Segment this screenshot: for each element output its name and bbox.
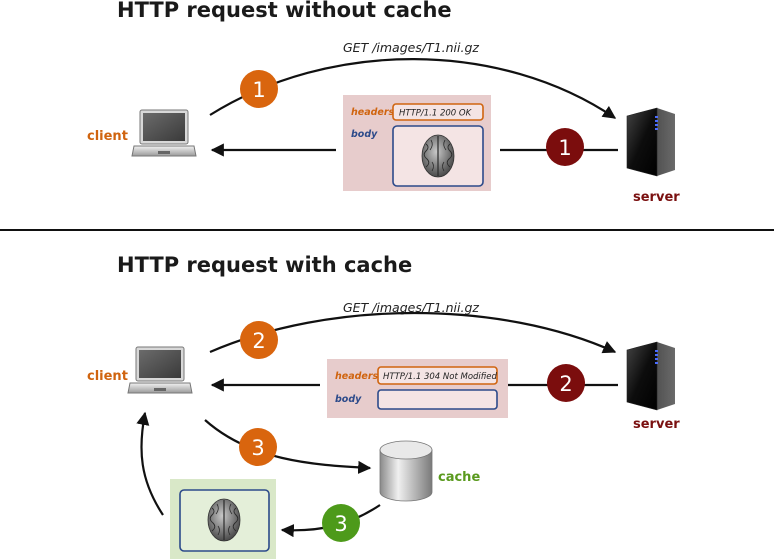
brain-icon (421, 134, 455, 178)
step-number: 3 (334, 512, 347, 536)
step-number: 1 (558, 136, 571, 160)
step-number: 2 (559, 372, 572, 396)
title-without-cache: HTTP request without cache (117, 0, 452, 22)
body-key: body (351, 129, 378, 140)
server-label: server (633, 190, 680, 205)
step-badge (240, 321, 278, 359)
step-badge (239, 428, 277, 466)
step-number: 1 (252, 78, 265, 102)
step-badge (240, 70, 278, 108)
laptop-icon (131, 109, 197, 157)
step-badge (322, 504, 360, 542)
server-label: server (633, 417, 680, 432)
server-icon (626, 341, 676, 411)
database-icon (379, 440, 433, 502)
headers-field (377, 366, 498, 385)
copy-to-client-arrow (136, 411, 164, 516)
title-with-cache: HTTP request with cache (117, 253, 412, 277)
status-line: HTTP/1.1 304 Not Modified (383, 372, 498, 382)
brain-icon (207, 498, 241, 542)
client-label: client (87, 369, 128, 384)
headers-key: headers (351, 107, 395, 118)
client-to-cache-arrow (204, 419, 372, 474)
laptop-icon (127, 346, 193, 394)
headers-field (392, 103, 484, 121)
body-key: body (335, 394, 362, 405)
headers-key: headers (335, 371, 379, 382)
step-number: 3 (251, 436, 264, 460)
body-field-empty (377, 389, 498, 410)
status-line: HTTP/1.1 200 OK (399, 109, 473, 119)
step-badge (546, 128, 584, 166)
server-icon (626, 107, 676, 177)
request-text-with-cache: GET /images/T1.nii.gz (343, 300, 479, 315)
cache-label: cache (438, 470, 480, 485)
request-text-without-cache: GET /images/T1.nii.gz (343, 40, 479, 55)
step-number: 2 (252, 329, 265, 353)
step-badge (547, 364, 585, 402)
client-label: client (87, 129, 128, 144)
